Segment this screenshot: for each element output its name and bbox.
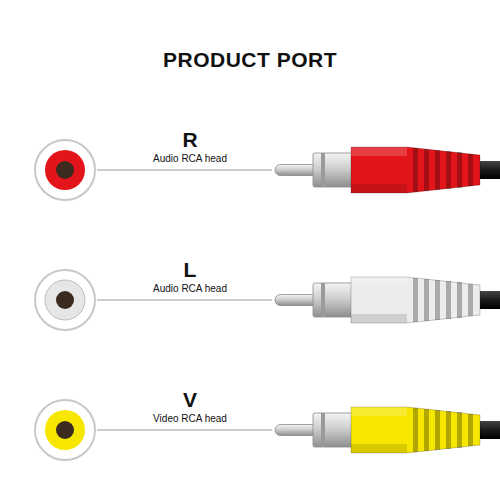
channel-letter: R — [182, 128, 197, 152]
port-caption: Audio RCA head — [153, 283, 227, 295]
white-plug — [275, 277, 500, 323]
white-jack — [35, 270, 95, 330]
channel-letter: L — [184, 258, 197, 282]
leader-line — [97, 300, 272, 301]
red-jack — [35, 140, 95, 200]
yellow-jack — [35, 400, 95, 460]
channel-letter: V — [183, 388, 197, 412]
red-plug — [275, 147, 500, 193]
leader-line — [97, 170, 272, 171]
port-caption: Video RCA head — [153, 413, 227, 425]
port-caption: Audio RCA head — [153, 153, 227, 165]
page-title: PRODUCT PORT — [163, 48, 337, 72]
yellow-plug — [275, 407, 500, 453]
leader-line — [97, 430, 272, 431]
